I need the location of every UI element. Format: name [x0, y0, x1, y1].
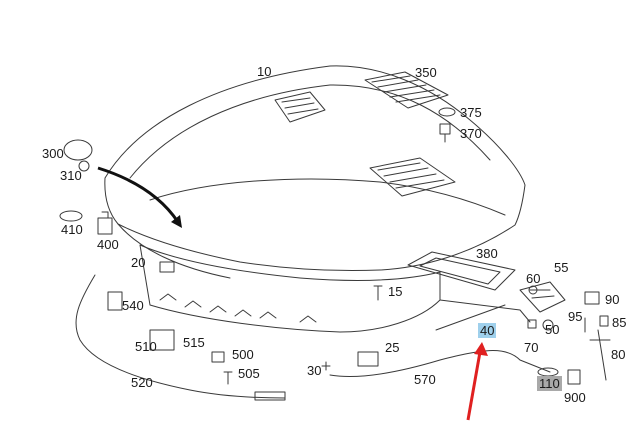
part-510: [149, 329, 175, 351]
callout-350: 350: [415, 65, 437, 80]
part-310: [78, 160, 90, 172]
part-400: [97, 211, 113, 235]
callout-20: 20: [131, 255, 146, 270]
callout-40-highlighted: 40: [478, 323, 497, 338]
callout-80: 80: [611, 347, 626, 362]
part-505: [223, 371, 233, 385]
callout-55: 55: [554, 260, 569, 275]
part-25: [357, 351, 379, 367]
cable-520: [75, 274, 286, 399]
part-900: [567, 369, 581, 385]
pointer-arrowhead-black: [171, 215, 182, 228]
hood-inner-frame: [139, 244, 441, 333]
callout-90: 90: [605, 292, 620, 307]
strut-40-rod: [435, 304, 506, 331]
grille-350: [364, 71, 449, 109]
callout-15: 15: [388, 284, 403, 299]
callout-375: 375: [460, 105, 482, 120]
hood-panel: [104, 65, 526, 272]
part-380: [407, 251, 516, 291]
pointer-arrowhead-red: [474, 342, 488, 356]
part-20: [159, 261, 175, 273]
strut-40: [439, 299, 531, 323]
callout-85: 85: [612, 315, 627, 330]
callout-510: 510: [135, 339, 157, 354]
part-30: [321, 361, 331, 371]
callout-70: 70: [524, 340, 539, 355]
part-latch-55: [519, 281, 566, 313]
part-70: [527, 319, 537, 329]
hood-crease: [149, 178, 506, 216]
callout-370: 370: [460, 126, 482, 141]
part-410: [59, 210, 83, 222]
hood-vent-left: [274, 91, 326, 123]
callout-400: 400: [97, 237, 119, 252]
part-90: [584, 291, 600, 305]
callout-300: 300: [42, 146, 64, 161]
hood-front-edge: [117, 223, 231, 279]
callout-25: 25: [385, 340, 400, 355]
part-15: [373, 285, 383, 301]
part-300: [63, 139, 93, 161]
callout-520: 520: [131, 375, 153, 390]
part-50: [542, 319, 554, 331]
pointer-arrow-red: [466, 351, 482, 421]
callout-110-highlighted: 110: [537, 376, 562, 391]
callout-95: 95: [568, 309, 583, 324]
part-375: [438, 107, 456, 117]
part-60: [528, 285, 538, 295]
callout-505: 505: [238, 366, 260, 381]
callout-380: 380: [476, 246, 498, 261]
cable-520-end: [254, 391, 286, 401]
callout-410: 410: [61, 222, 83, 237]
callout-310: 310: [60, 168, 82, 183]
part-110: [537, 367, 559, 377]
callout-500: 500: [232, 347, 254, 362]
part-85: [599, 315, 609, 327]
part-500: [211, 351, 225, 363]
callout-900: 900: [564, 390, 586, 405]
callout-570: 570: [414, 372, 436, 387]
callout-540: 540: [122, 298, 144, 313]
callout-50: 50: [545, 322, 560, 337]
callout-30: 30: [307, 363, 322, 378]
hood-frame-holes: [159, 293, 317, 323]
callout-515: 515: [183, 335, 205, 350]
hood-inner-line: [129, 84, 491, 179]
callout-10: 10: [257, 64, 272, 79]
part-370: [439, 123, 451, 143]
callout-60: 60: [526, 271, 541, 286]
part-540: [107, 291, 123, 311]
hood-vent-center: [369, 157, 456, 197]
part-80: [589, 329, 611, 381]
cable-570: [329, 350, 551, 377]
pointer-arrow-black: [97, 166, 180, 223]
